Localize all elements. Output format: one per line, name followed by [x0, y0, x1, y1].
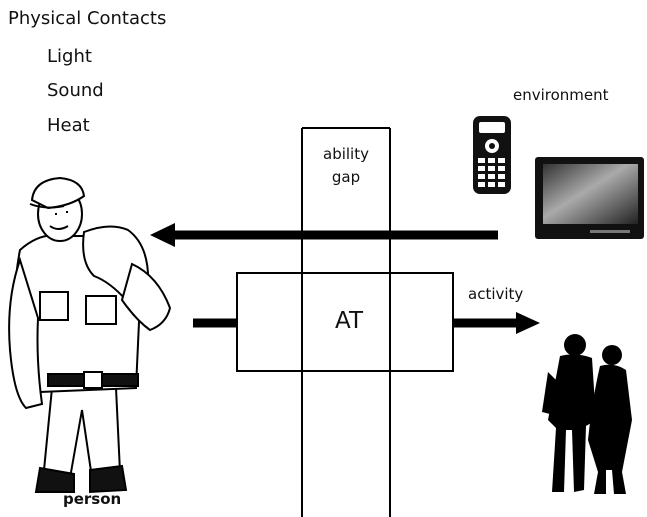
- environment-to-person-arrowhead: [150, 223, 175, 247]
- television-icon: [535, 157, 644, 239]
- environment-label: environment: [513, 86, 609, 104]
- walking-couple-silhouette-icon: [542, 334, 632, 494]
- ability-gap-label-line2: gap: [331, 168, 361, 186]
- man-figure-icon: [8, 176, 172, 494]
- list-item-light: Light: [47, 46, 92, 67]
- remote-control-icon: [473, 116, 511, 194]
- list-item-sound: Sound: [47, 80, 104, 101]
- activity-label: activity: [468, 285, 524, 303]
- ability-gap-label-line1: ability: [323, 145, 369, 163]
- physical-contacts-title: Physical Contacts: [8, 8, 167, 29]
- person-label: person: [63, 490, 122, 508]
- ability-gap-label: ability gap: [305, 143, 387, 189]
- at-label: AT: [335, 308, 363, 334]
- list-item-heat: Heat: [47, 115, 90, 136]
- at-to-activity-arrowhead: [516, 312, 540, 334]
